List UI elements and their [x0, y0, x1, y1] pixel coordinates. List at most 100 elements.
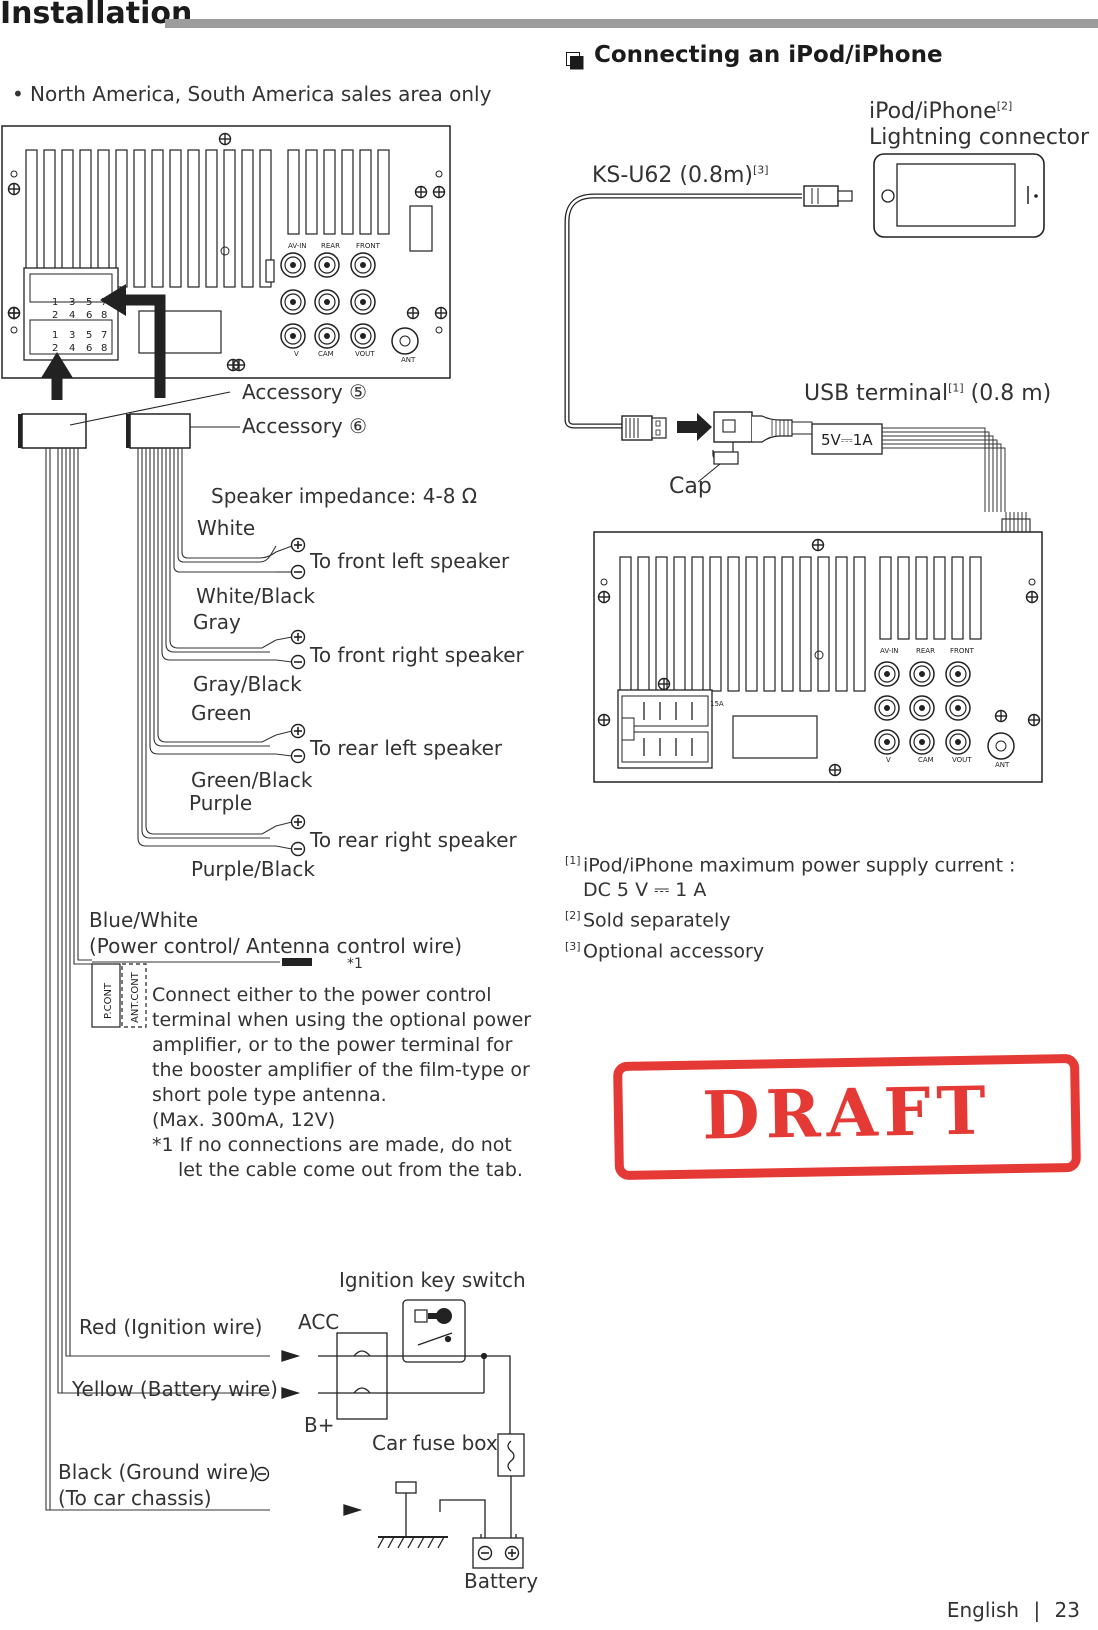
ignition-switch-label: Ignition key switch: [339, 1268, 526, 1292]
svg-text:3: 3: [69, 330, 75, 341]
front-right-speaker-label: To front right speaker: [310, 643, 524, 667]
svg-text:3: 3: [69, 297, 75, 308]
unit-label-rear: REAR: [321, 242, 340, 250]
note-ref: [3]: [565, 939, 581, 953]
power-control-label: (Power control/ Antenna control wire): [89, 934, 463, 958]
title-rule: [165, 19, 1098, 28]
footer-language: English: [946, 1598, 1020, 1622]
accessory-6-label: Accessory ⑥: [242, 414, 368, 438]
harness-wires-speakers: [137, 448, 293, 850]
connect-note: Connect either to the power control term…: [152, 984, 532, 1106]
rear-left-speaker-label: To rear left speaker: [310, 736, 503, 760]
unit-label-ant: ANT: [401, 356, 416, 364]
r-unit-label-cam: CAM: [918, 756, 934, 764]
ant-cont-label: ANT.CONT: [130, 971, 141, 1023]
wire-blue-white-label: Blue/White: [89, 908, 199, 932]
ks-u62-ref: [3]: [753, 163, 769, 177]
footer-separator: |: [1033, 1598, 1041, 1622]
usb-terminal-name: USB terminal: [804, 381, 949, 406]
r-unit-label-ant: ANT: [995, 761, 1010, 769]
wire-green-black-label: Green/Black: [191, 768, 313, 792]
svg-text:7: 7: [101, 330, 107, 341]
section-marker-icon: [566, 52, 584, 70]
ipod-label: iPod/iPhone[2]: [869, 99, 1012, 124]
ipod-ref: [2]: [996, 99, 1013, 113]
notes-list: [1]iPod/iPhone maximum power supply curr…: [565, 848, 1015, 964]
page-title: Installation: [0, 0, 193, 31]
ks-u62-name: KS-U62 (0.8m): [592, 163, 754, 188]
wire-gray-label: Gray: [193, 610, 241, 634]
usb-rating-label: 5V⎓1A: [821, 431, 873, 449]
section-title: Connecting an iPod/iPhone: [594, 42, 943, 68]
svg-text:2: 2: [52, 310, 58, 321]
usb-terminal-ref: [1]: [948, 381, 964, 395]
bullet-dot: •: [12, 82, 24, 106]
note-text: Optional accessory: [583, 939, 765, 962]
svg-text:5: 5: [86, 330, 92, 341]
note-item: [1]iPod/iPhone maximum power supply curr…: [565, 848, 1015, 878]
unit-label-av-in: AV-IN: [288, 242, 307, 250]
ks-u62-cable: [564, 185, 853, 441]
ground-minus-icon: [254, 1466, 270, 1482]
ks-u62-label: KS-U62 (0.8m)[3]: [592, 163, 769, 188]
acc-label: ACC: [298, 1310, 340, 1334]
fuse-rating-label: 15A: [710, 700, 724, 708]
cap-label: Cap: [669, 474, 712, 499]
wire-black-label: Black (Ground wire): [58, 1460, 256, 1484]
unit-label-vout: VOUT: [355, 350, 375, 358]
r-unit-label-front: FRONT: [950, 647, 975, 655]
note-text: Sold separately: [583, 909, 731, 932]
note-ref: [1]: [565, 854, 581, 867]
page-number: 23: [1054, 1598, 1080, 1622]
svg-text:2: 2: [52, 343, 58, 354]
lightning-label: Lightning connector: [869, 125, 1090, 150]
star1-marker: *1: [347, 956, 363, 972]
footnote-1-line-2: let the cable come out from the tab.: [178, 1159, 523, 1181]
bplus-label: B+: [304, 1413, 335, 1437]
head-unit-rear-right: 15A AV-IN REAR FRONT V CAM VOUT ANT: [593, 531, 1043, 783]
insert-arrows: [41, 284, 166, 400]
fuse-box-label: Car fuse box: [372, 1431, 498, 1455]
ignition-key-icon: [414, 1308, 452, 1324]
wire-red-label: Red (Ignition wire): [79, 1315, 263, 1339]
svg-text:8: 8: [101, 343, 107, 354]
note-text: iPod/iPhone maximum power supply current…: [583, 854, 1016, 877]
svg-text:6: 6: [86, 310, 92, 321]
iphone-icon: [873, 153, 1045, 238]
unit-label-v: V: [294, 350, 299, 358]
note-item: [3]Optional accessory: [565, 934, 1015, 964]
note-item: [2]Sold separately: [565, 903, 1015, 933]
bullet-note: • North America, South America sales are…: [12, 82, 491, 106]
unit-label-front: FRONT: [356, 242, 381, 250]
svg-text:6: 6: [86, 343, 92, 354]
r-unit-label-rear: REAR: [916, 647, 935, 655]
connect-note-text: Connect either to the power control term…: [152, 983, 532, 1183]
wire-purple-label: Purple: [189, 791, 253, 815]
svg-text:8: 8: [101, 310, 107, 321]
note-text: DC 5 V ⎓ 1 A: [583, 879, 707, 902]
harness-wires-left: [45, 448, 270, 1511]
rear-right-speaker-label: To rear right speaker: [310, 828, 517, 852]
speaker-impedance-label: Speaker impedance: 4-8 Ω: [211, 484, 478, 508]
battery-icon: [477, 1545, 520, 1561]
svg-text:1: 1: [52, 297, 58, 308]
svg-text:5: 5: [86, 297, 92, 308]
svg-text:1: 1: [52, 330, 58, 341]
wire-gray-black-label: Gray/Black: [193, 672, 302, 696]
draft-stamp: DRAFT: [701, 1071, 993, 1155]
wire-yellow-label: Yellow (Battery wire): [72, 1377, 278, 1401]
note-ref: [2]: [565, 909, 581, 923]
unit-label-cam: CAM: [318, 350, 334, 358]
p-cont-label: P.CONT: [103, 982, 114, 1019]
usb-terminal-length: (0.8 m): [963, 381, 1052, 406]
r-unit-label-vout: VOUT: [952, 756, 972, 764]
r-unit-label-v: V: [886, 756, 891, 764]
wire-white-label: White: [197, 516, 256, 540]
harness-plugs: [18, 391, 240, 449]
r-unit-label-av-in: AV-IN: [880, 647, 899, 655]
battery-label: Battery: [464, 1569, 539, 1593]
ipod-name: iPod/iPhone: [869, 99, 997, 124]
connect-arrow-icon: [677, 413, 712, 441]
